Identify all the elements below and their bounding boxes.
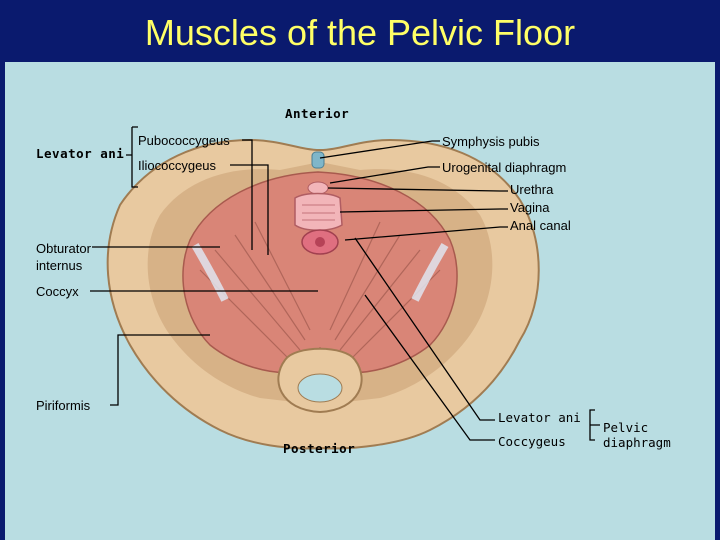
label-diaphragm: diaphragm: [603, 435, 671, 450]
label-obturator: Obturator: [36, 241, 91, 256]
label-anterior: Anterior: [285, 106, 350, 121]
label-urogenital-diaphragm: Urogenital diaphragm: [442, 160, 567, 175]
symphysis: [311, 151, 325, 169]
label-levator-ani: Levator ani: [498, 410, 581, 425]
label-coccygeus: Coccygeus: [498, 434, 566, 449]
label-piriformis: Piriformis: [36, 398, 91, 413]
label-urethra: Urethra: [510, 182, 554, 197]
label-pelvic: Pelvic: [603, 420, 649, 435]
label-levator-ani-group: Levator ani: [36, 146, 125, 161]
label-symphysis-pubis: Symphysis pubis: [442, 134, 540, 149]
label-pubococcygeus: Pubococcygeus: [138, 133, 230, 148]
label-vagina: Vagina: [510, 200, 550, 215]
label-posterior: Posterior: [283, 441, 356, 456]
label-anal-canal: Anal canal: [510, 218, 571, 233]
sacrum-coccyx: [277, 347, 363, 414]
label-internus: internus: [36, 258, 83, 273]
label-coccyx: Coccyx: [36, 284, 79, 299]
slide-title: Muscles of the Pelvic Floor: [144, 12, 576, 53]
perineal-openings: [294, 181, 343, 255]
label-iliococcygeus: Iliococcygeus: [138, 158, 217, 173]
leader-lines: [90, 126, 600, 441]
